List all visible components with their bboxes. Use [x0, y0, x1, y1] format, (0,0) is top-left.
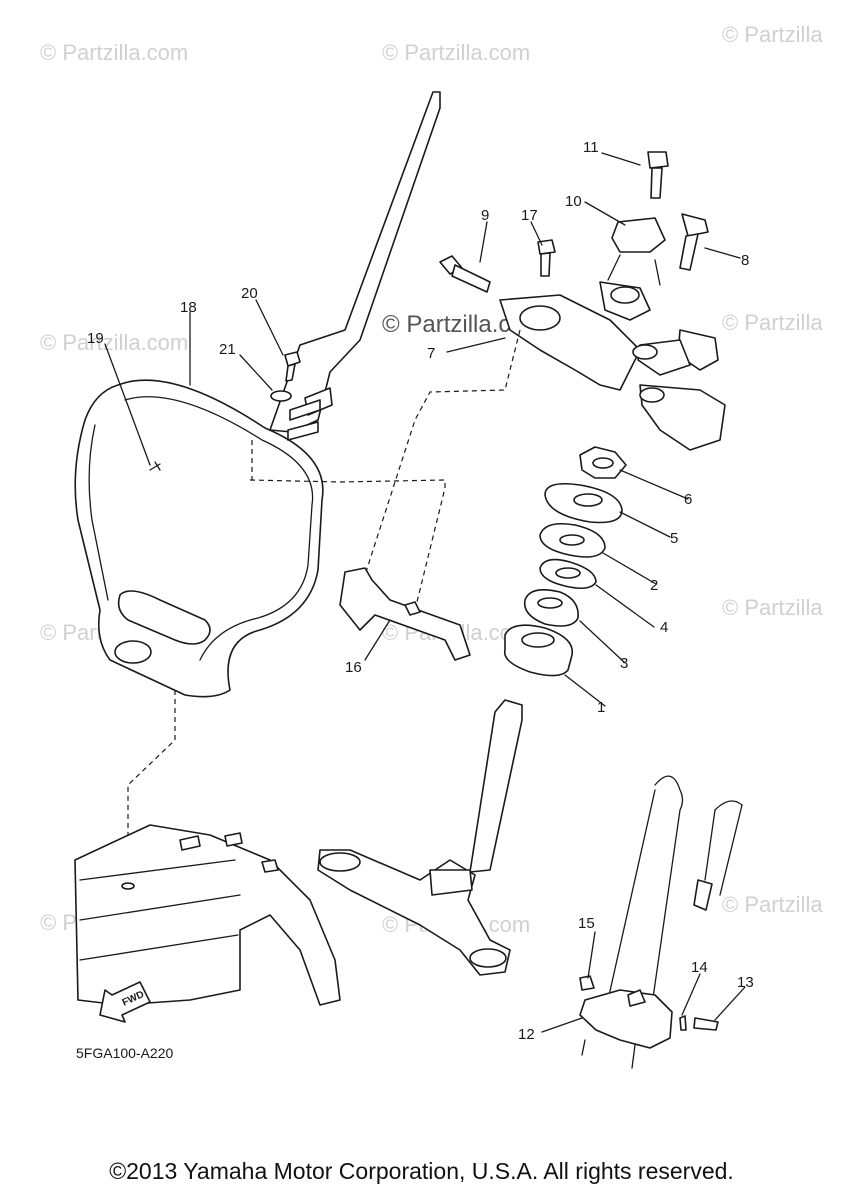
bolts	[439, 151, 709, 293]
callout-14: 14	[691, 959, 708, 976]
callout-19: 19	[87, 330, 104, 347]
fwd-arrow: FWD	[99, 981, 151, 1023]
callout-6: 6	[684, 491, 692, 508]
callout-20: 20	[241, 285, 258, 302]
callout-1: 1	[597, 699, 605, 716]
callout-10: 10	[565, 193, 582, 210]
callout-7: 7	[427, 345, 435, 362]
bracket-16	[339, 567, 471, 661]
watermark: © Partzilla	[722, 892, 823, 917]
number-plate	[74, 91, 446, 885]
callout-3: 3	[620, 655, 628, 672]
under-bracket	[317, 699, 523, 976]
callout-9: 9	[481, 207, 489, 224]
leader-lines	[104, 152, 746, 1033]
watermark: © Partzilla	[722, 22, 823, 47]
callout-11: 11	[583, 139, 599, 156]
callout-13: 13	[737, 974, 754, 991]
upper-bracket	[364, 254, 726, 576]
callout-17: 17	[521, 207, 538, 224]
callout-12: 12	[518, 1026, 535, 1043]
callout-8: 8	[741, 252, 749, 269]
front-fender	[74, 824, 341, 1006]
watermark: © Partzilla.com	[40, 40, 188, 65]
fork-assembly	[579, 775, 743, 1069]
callout-16: 16	[345, 659, 362, 676]
callouts: 1 2 3 4 5 6 7 8 9 10 11 12 13 14 15 16 1…	[87, 139, 754, 1043]
callout-21: 21	[219, 341, 236, 358]
callout-18: 18	[180, 299, 197, 316]
callout-5: 5	[670, 530, 678, 547]
bolt-20	[270, 351, 301, 402]
steering-stack	[503, 446, 627, 677]
callout-4: 4	[660, 619, 668, 636]
diagram-code: 5FGA100-A220	[76, 1045, 173, 1061]
watermark: © Partzilla	[722, 595, 823, 620]
watermark: © Partzilla.com	[40, 330, 188, 355]
watermark: © Partzilla	[722, 310, 823, 335]
callout-2: 2	[650, 577, 658, 594]
watermark: © Partzilla.com	[382, 40, 530, 65]
callout-15: 15	[578, 915, 595, 932]
copyright-notice: ©2013 Yamaha Motor Corporation, U.S.A. A…	[109, 1158, 734, 1184]
